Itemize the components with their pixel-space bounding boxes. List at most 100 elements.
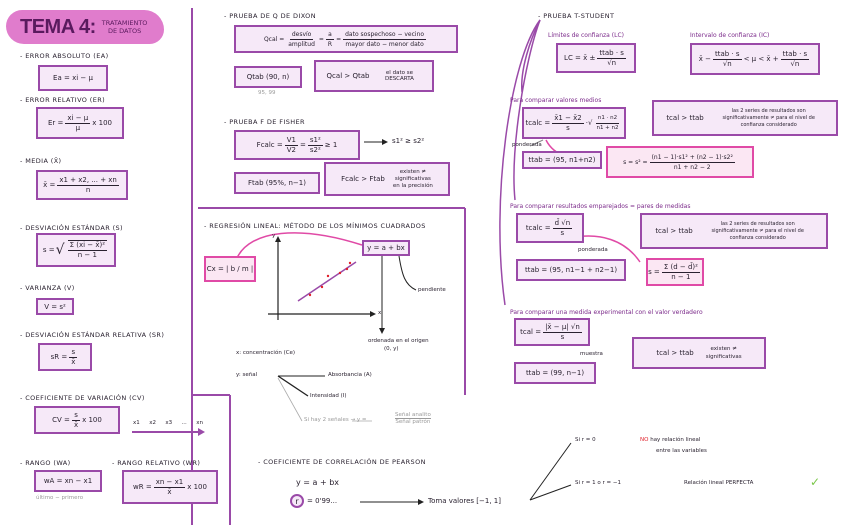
denominator: x̄ (73, 420, 79, 429)
formula-fisher-ftab: Ftab (95%, n−1) (234, 172, 320, 194)
numerator: ttab · s (780, 49, 810, 60)
numerator: ttab · s (713, 49, 742, 60)
formula-rango: wA = xn − x1 (34, 470, 102, 492)
denominator: √n (790, 59, 800, 68)
s3-result-line2: significativas (705, 354, 742, 360)
heading-error-relativo: - Error relativo (Er) (20, 96, 106, 104)
data-point (326, 274, 330, 278)
heading-desviacion: - Desviación estándar (s) (20, 224, 123, 232)
formula-fisher-compare: Fcalc > Ftab existen ≠ significativas en… (324, 162, 450, 196)
data-point (345, 267, 349, 271)
formula-s2-ttab: ttab = (95, n1−1 + n2−1) (516, 259, 626, 281)
numerator: xn − x1 (153, 477, 186, 488)
formula-tail: x 100 (187, 483, 207, 491)
denominator: n1 + n2 (596, 124, 619, 131)
numerator: Señal analito (395, 412, 431, 419)
cv-axis-labels: x1 x2 x3 ... xn (133, 420, 203, 426)
numerator: desvío (289, 30, 314, 40)
rango-note: último − primero (36, 495, 84, 501)
numerator: dato sospechoso − vecino (343, 30, 427, 40)
case0-text-line1: hay relación lineal (650, 437, 701, 443)
s3-result-line1: existen ≠ (710, 346, 737, 352)
numerator: xi − μ (65, 113, 91, 124)
denominator: n (85, 185, 91, 194)
axis-label: x3 (165, 420, 173, 426)
formula-text: Fcalc > Ftab (341, 175, 385, 183)
numerator: x1 + x2, ... + xn (57, 175, 119, 186)
formula-text: Ea = xi − μ (53, 74, 93, 82)
formula-text: Qcal > Qtab (326, 72, 370, 80)
heading-error-absoluto: - Error absoluto (Ea) (20, 52, 109, 60)
axis-label: ... (181, 420, 187, 426)
y-definition: y: señal (236, 372, 258, 378)
heading-varianza: - Varianza (V) (20, 284, 75, 292)
formula-lhs: tcalc = (525, 224, 551, 232)
tstudent-s2-note: ponderada (578, 247, 608, 253)
intensidad-label: Intensidad (I) (310, 393, 347, 399)
formula-text: ttab = (95, n1+n2) (528, 156, 596, 164)
x-definition: x: concentración (Ce) (236, 350, 296, 356)
tstudent-s1-label: Para comparar valores medios (510, 97, 602, 104)
denominator: n1 + n2 − 2 (673, 163, 711, 171)
pearson-case0-text: NO hay relación lineal (640, 437, 700, 443)
denominator: Señal patrón (395, 419, 431, 425)
formula-lhs: LC = x̄ ± (564, 54, 596, 62)
two-signals-fraction: Señal analito Señal patrón (395, 412, 431, 425)
numerator: n1 · n2 (595, 114, 620, 124)
heading-tstudent: - Prueba T-Student (538, 12, 615, 20)
formula-lhs: s = (42, 246, 55, 254)
formula-lhs: Qcal = (263, 35, 285, 43)
numerator: (n1 − 1)·s1² + (n2 − 1)·s2² (649, 153, 735, 163)
pearson-case1: Si r = 1 o r = −1 (575, 480, 621, 486)
data-point (338, 271, 342, 275)
formula-text: tcal > ttab (655, 227, 693, 235)
denominator: √n (722, 59, 732, 68)
formula-ic: x̄ − ttab · s√n < μ < x̄ + ttab · s√n (690, 43, 820, 75)
ic-mid: < μ < x̄ + (743, 55, 779, 63)
heading-regresion: - Regresión lineal: método de los mínimo… (204, 222, 426, 230)
heading-pearson: - Coeficiente de correlación de Pearson (258, 458, 426, 466)
formula-text: Ftab (95%, n−1) (248, 179, 306, 187)
denominator: R (327, 40, 333, 48)
pearson-case0-text2: entre las variables (656, 448, 707, 454)
denominator: √n (607, 58, 617, 67)
denominator: amplitud (288, 40, 315, 48)
pearson-case0: Si r = 0 (575, 437, 596, 443)
denominator: x̄ (167, 487, 172, 496)
pearson-range: Toma valores [−1, 1] (428, 497, 501, 505)
formula-error-absoluto: Ea = xi − μ (38, 65, 108, 91)
formula-lhs: wR = (133, 483, 152, 491)
formula-s1-ttab: ttab = (95, n1+n2) (522, 151, 602, 169)
denominator: s (560, 228, 565, 237)
fisher-result-line2: significativas (394, 175, 431, 182)
numerator: |x̄ − μ| √n (543, 322, 582, 333)
ic-label: Intervalo de confianza (IC) (690, 32, 770, 39)
tstudent-branch-3 (499, 19, 541, 306)
data-point (348, 261, 352, 265)
formula-regression-eq: y = a + bx (362, 240, 410, 256)
formula-lhs: tcal = (520, 328, 542, 336)
pearson-r-value: = 0'99... (307, 497, 338, 505)
formula-lc: LC = x̄ ± ttab · s√n (556, 43, 636, 73)
data-point (308, 293, 312, 297)
tstudent-s2-label: Para comparar resultados emparejados = p… (510, 203, 691, 210)
axis-label: x2 (149, 420, 156, 426)
formula-lhs: tcalc = (525, 119, 551, 127)
formula-dixon-compare: Qcal > Qtab el dato se DESCARTA (314, 60, 434, 92)
